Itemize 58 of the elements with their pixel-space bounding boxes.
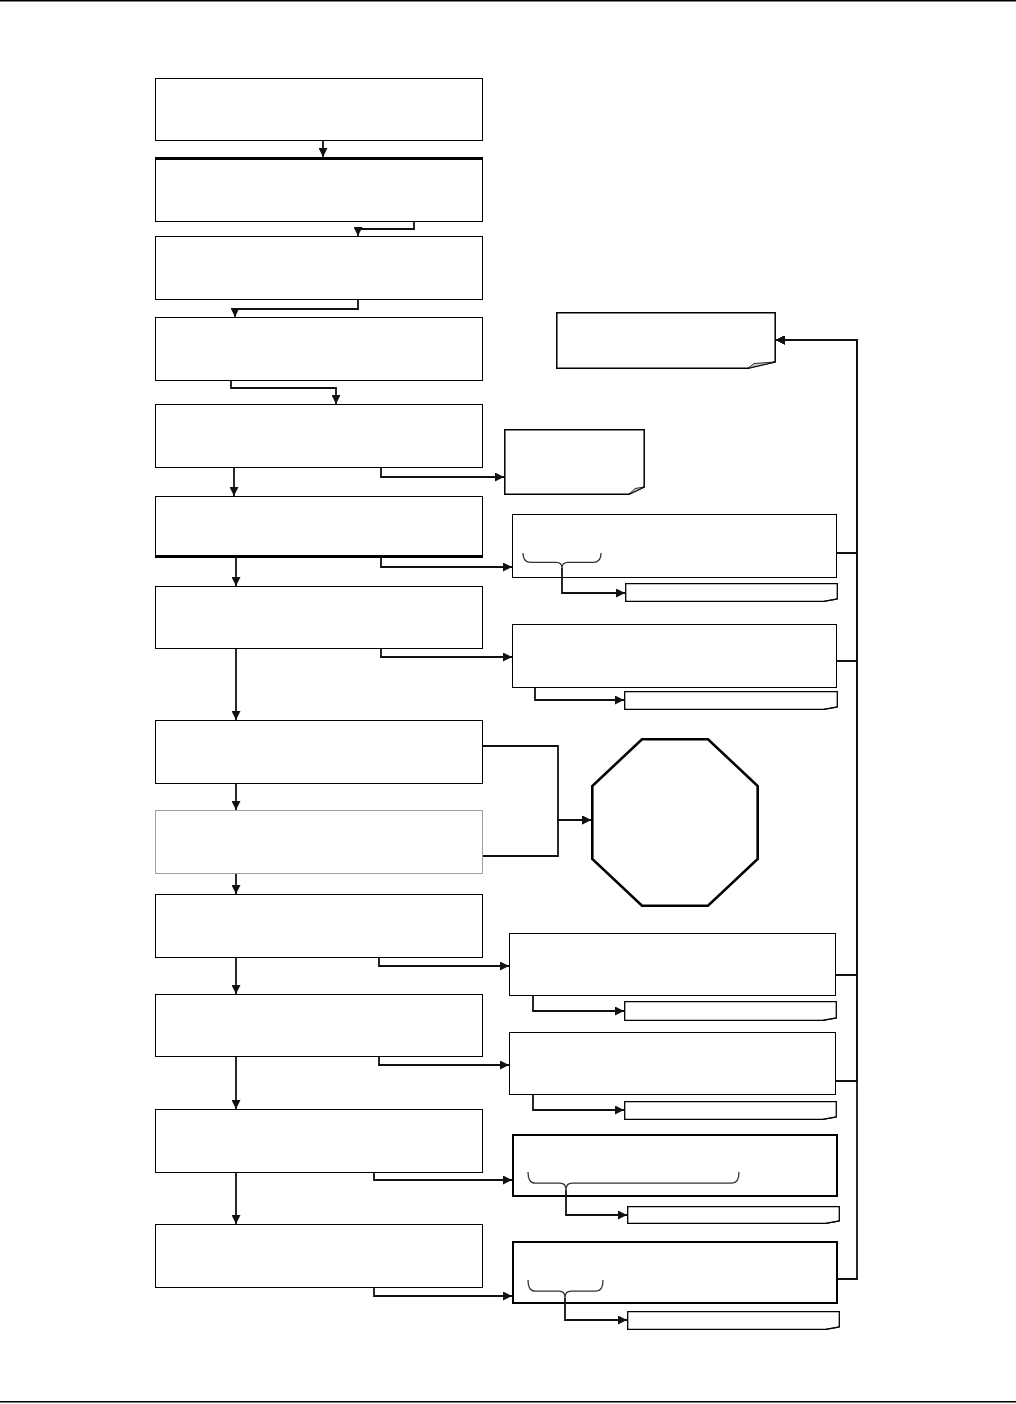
arrow <box>380 557 513 572</box>
arrow <box>482 815 592 857</box>
note-strip <box>627 1206 840 1224</box>
arrow <box>231 1056 241 1110</box>
arrow <box>318 140 328 158</box>
flow-box <box>155 810 483 874</box>
arrow <box>380 467 505 482</box>
flow-box <box>155 157 483 222</box>
arrow <box>534 687 625 705</box>
note-strip <box>624 1001 837 1021</box>
arrow <box>231 648 241 721</box>
flow-box <box>155 994 483 1057</box>
arrow <box>380 648 513 662</box>
folded-note <box>504 429 645 495</box>
note-strip <box>627 1311 840 1330</box>
arrow <box>378 1056 510 1070</box>
arrow <box>373 1287 513 1301</box>
flow-box <box>155 586 483 649</box>
arrow <box>231 557 241 587</box>
note-strip <box>624 691 838 710</box>
arrow <box>775 335 858 1280</box>
flow-box <box>155 317 483 381</box>
note-strip <box>625 583 838 602</box>
arrow <box>532 1094 625 1115</box>
flow-box <box>512 514 837 578</box>
flow-box <box>155 720 483 784</box>
flow-box <box>155 236 483 300</box>
arrow <box>378 957 510 971</box>
octagon-shape <box>591 738 759 907</box>
curly-brace <box>521 552 602 568</box>
folded-note <box>556 312 776 369</box>
arrow <box>230 299 359 318</box>
flow-box <box>155 404 483 468</box>
flow-box <box>155 78 483 141</box>
arrow <box>564 1297 628 1325</box>
arrow <box>565 1189 628 1220</box>
curly-brace <box>527 1280 604 1298</box>
note-strip <box>624 1101 837 1120</box>
arrow <box>229 467 239 497</box>
arrow <box>231 783 241 811</box>
flow-box <box>509 1032 836 1095</box>
flow-box <box>155 496 483 558</box>
arrow <box>353 221 415 237</box>
flow-box <box>512 1241 838 1304</box>
flow-box <box>509 933 836 996</box>
flow-box <box>512 1134 838 1197</box>
arrow <box>231 1172 241 1225</box>
flow-box <box>512 624 837 688</box>
arrow <box>231 957 241 995</box>
flow-box <box>155 1109 483 1173</box>
arrow <box>231 873 241 895</box>
arrow <box>561 567 626 598</box>
arrow <box>230 380 341 405</box>
flow-box <box>155 1224 483 1288</box>
arrow <box>532 995 625 1016</box>
flow-box <box>155 894 483 958</box>
curly-brace <box>527 1172 740 1190</box>
arrow <box>373 1172 513 1185</box>
